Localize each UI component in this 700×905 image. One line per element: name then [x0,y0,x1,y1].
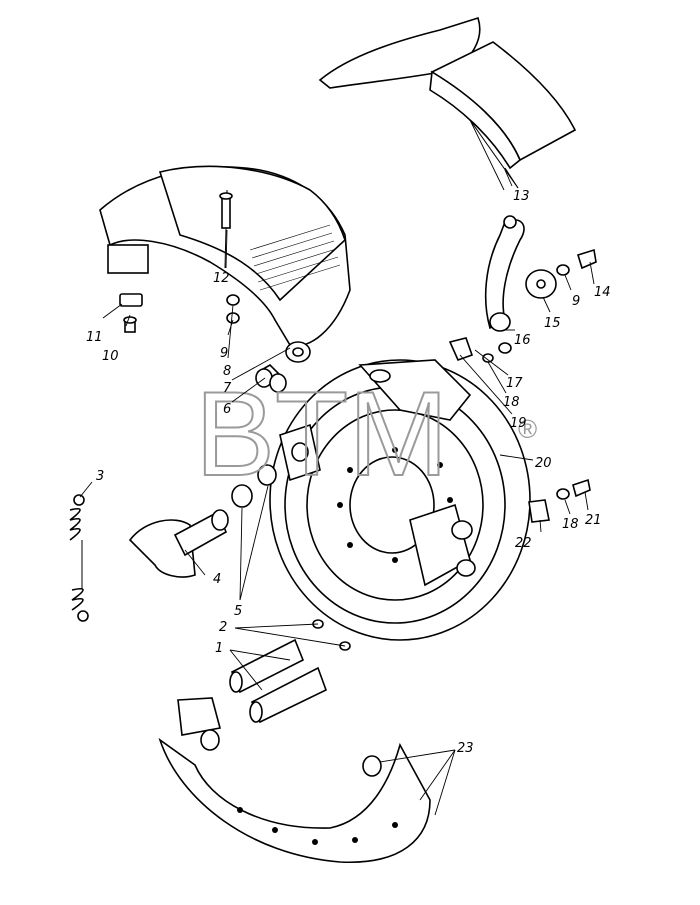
callout-19: 19 [510,416,527,431]
bracket-hardware [448,337,512,363]
callout-16: 16 [514,333,531,348]
callout-12: 12 [213,271,230,286]
callout-21: 21 [585,513,602,528]
callout-8: 8 [223,364,231,379]
callout-17: 17 [506,376,523,391]
callout-22: 22 [515,536,532,551]
adjuster-lever [484,215,597,332]
watermark-registered-mark: ® [518,414,537,444]
callout-3: 3 [96,469,104,484]
watermark: BTM ® [194,366,537,502]
pin-and-plate [528,478,591,523]
callout-15: 15 [544,316,561,331]
rivet-bolt [219,189,233,269]
bushings [255,363,287,393]
callout-2: 2 [219,620,227,635]
brake-camshaft [128,509,229,578]
camshaft-bushings [231,464,277,508]
callout-20: 20 [535,456,552,471]
callout-18-lower: 18 [562,517,579,532]
callout-5: 5 [234,604,242,619]
return-spring [69,494,89,622]
callout-1: 1 [215,641,223,656]
nut-washer-stack [226,294,240,324]
callout-9-right: 9 [572,294,580,309]
brake-lining-pads [318,16,577,189]
callout-13: 13 [513,189,530,204]
callout-labels: 1 2 3 4 5 6 7 8 9 9 10 11 12 13 14 15 16… [86,189,611,756]
callout-10: 10 [102,349,119,364]
anchor-pins [229,619,351,724]
brake-backing-plate [269,359,531,641]
callout-11: 11 [86,330,103,345]
small-bolt-parts [119,293,143,333]
callout-9-left: 9 [220,346,228,361]
lower-brake-shoe [158,697,431,863]
callout-14: 14 [594,285,611,300]
callout-18-upper: 18 [503,395,520,410]
callout-23: 23 [457,741,474,756]
callout-7: 7 [223,381,232,396]
callout-6: 6 [223,402,231,417]
watermark-text: BTM [195,367,448,501]
callout-4: 4 [213,572,221,587]
callout-leaders [79,119,595,816]
